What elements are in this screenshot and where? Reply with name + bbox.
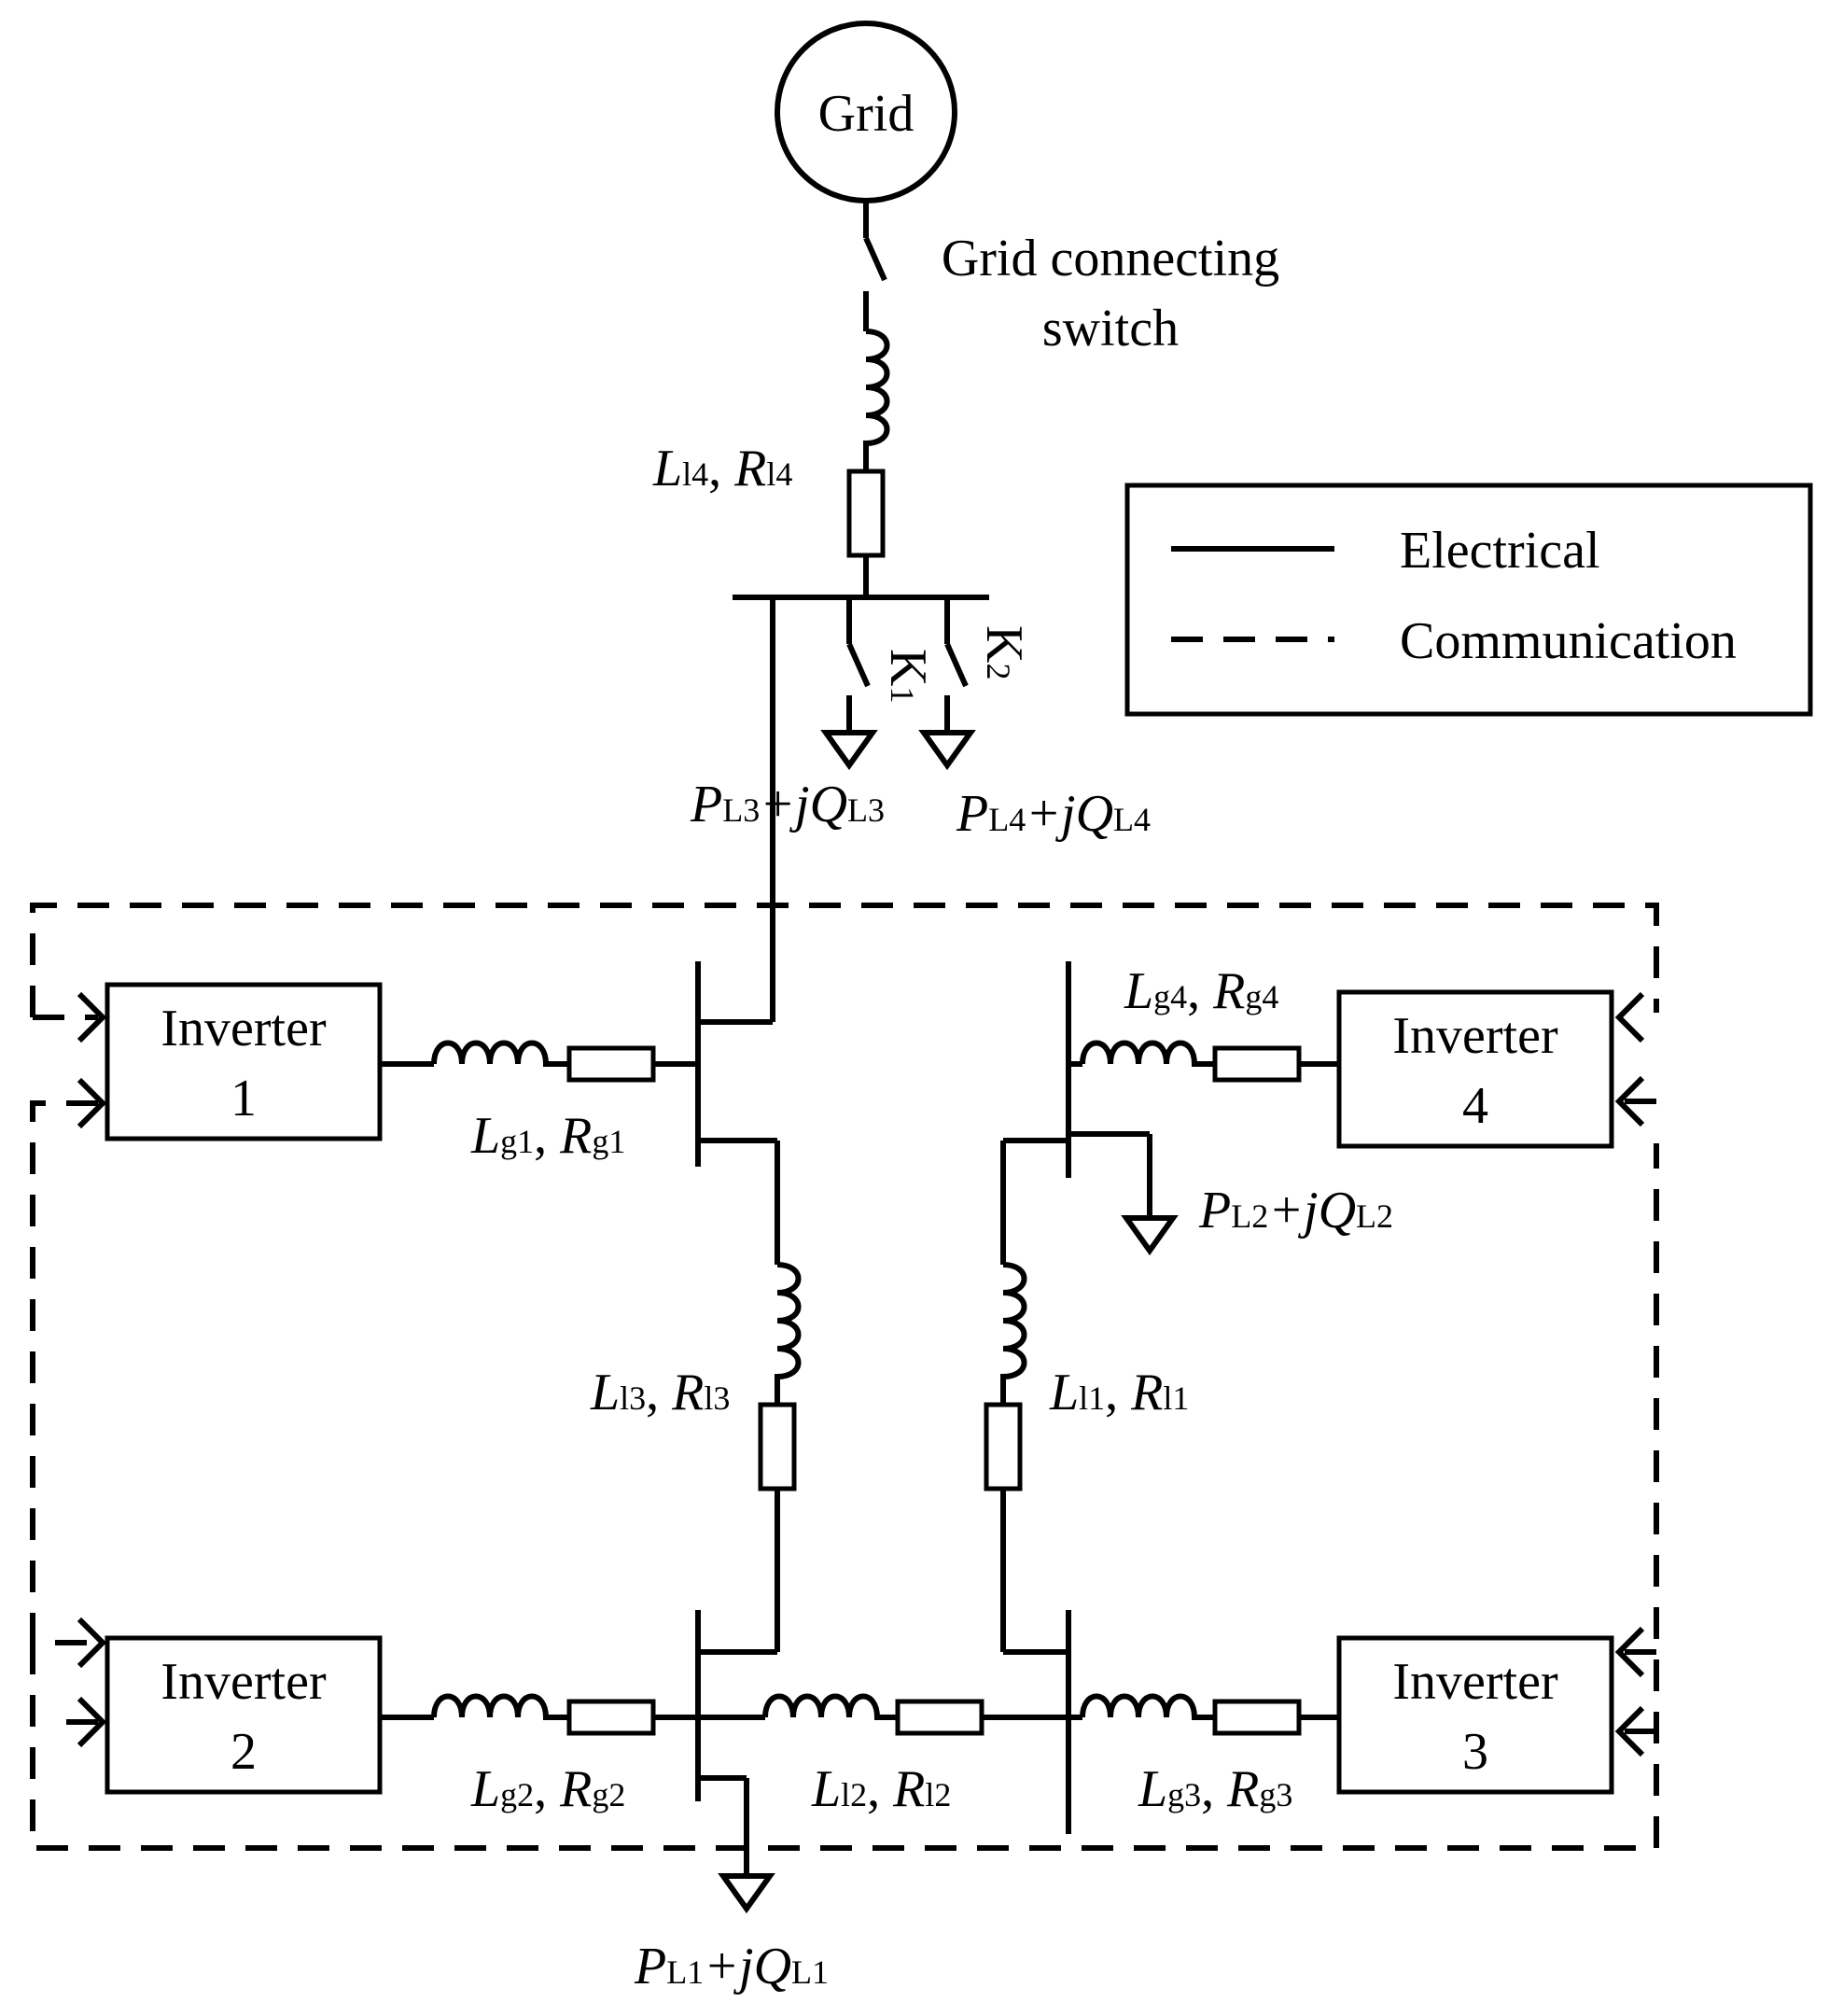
svg-text:4: 4 (1462, 1077, 1488, 1135)
filter-inductor-g4 (1080, 1040, 1215, 1067)
legend-communication-label: Communication (1400, 612, 1737, 670)
load-label-3: PL3+jQL3 (690, 776, 885, 833)
load-l2-symbol (1121, 1215, 1179, 1256)
filter-resistor-g2 (566, 1699, 656, 1736)
load-label-1: PL1+jQL1 (634, 1938, 829, 1995)
load-label-2: PL2+jQL2 (1198, 1182, 1393, 1239)
legend: Electrical Communication (1124, 483, 1813, 717)
line-impedance-label-4: Ll4, Rl4 (652, 440, 792, 497)
line-inductor-l1 (1000, 1262, 1027, 1405)
filter-inductor-g3 (1080, 1693, 1215, 1720)
svg-text:Inverter: Inverter (1392, 1653, 1558, 1711)
filter-impedance-label-2: Lg2, Rg2 (470, 1760, 625, 1818)
line-inductor-l3 (775, 1262, 802, 1405)
inverter-1: Inverter 1 (105, 982, 383, 1141)
grid-connecting-switch (863, 236, 887, 331)
filter-impedance-label-3: Lg3, Rg3 (1138, 1760, 1292, 1818)
load-label-4: PL4+jQL4 (956, 785, 1151, 843)
inverter-4: Inverter 4 (1336, 989, 1614, 1149)
switch-k2 (944, 597, 969, 733)
communication-network (30, 903, 1659, 1851)
svg-text:3: 3 (1462, 1723, 1488, 1781)
line-resistor-r4 (846, 469, 886, 558)
inverter-2: Inverter 2 (105, 1635, 383, 1795)
line-inductor-l2 (762, 1693, 898, 1720)
switch-label-line1: Grid connecting (942, 230, 1279, 287)
svg-text:Inverter: Inverter (161, 1000, 327, 1057)
grid-source: Grid (775, 21, 957, 203)
svg-text:Inverter: Inverter (161, 1653, 327, 1711)
switch-k1 (846, 597, 871, 733)
comm-arrowheads (77, 991, 1645, 1757)
filter-resistor-g4 (1212, 1045, 1302, 1083)
line-impedance-label-3: Ll3, Rl3 (590, 1364, 730, 1421)
filter-inductor-g2 (431, 1693, 569, 1720)
load-l4-symbol (918, 730, 976, 771)
line-impedance-label-2: Ll2, Rl2 (811, 1760, 951, 1818)
filter-impedance-label-1: Lg1, Rg1 (470, 1107, 625, 1165)
svg-text:Inverter: Inverter (1392, 1007, 1558, 1065)
legend-electrical-label: Electrical (1400, 522, 1600, 580)
line-inductor-l4 (863, 329, 890, 471)
filter-impedance-label-4: Lg4, Rg4 (1124, 962, 1278, 1020)
svg-text:1: 1 (230, 1070, 257, 1127)
grid-label: Grid (818, 85, 914, 143)
filter-resistor-g3 (1212, 1699, 1302, 1736)
line-impedance-label-1: Ll1, Rl1 (1049, 1364, 1189, 1421)
switch-label-line2: switch (1042, 300, 1179, 357)
switch-k2-label: K2 (975, 625, 1033, 679)
line-resistor-r2 (895, 1699, 984, 1736)
svg-text:2: 2 (230, 1723, 257, 1781)
line-resistor-r3 (758, 1402, 797, 1491)
inverter-3: Inverter 3 (1336, 1635, 1614, 1795)
load-l3-symbol (820, 730, 878, 771)
filter-inductor-g1 (431, 1040, 569, 1067)
load-l1-symbol (718, 1873, 775, 1914)
line-resistor-r1 (984, 1402, 1023, 1491)
filter-resistor-g1 (566, 1045, 656, 1083)
switch-k1-label: K1 (879, 649, 937, 703)
